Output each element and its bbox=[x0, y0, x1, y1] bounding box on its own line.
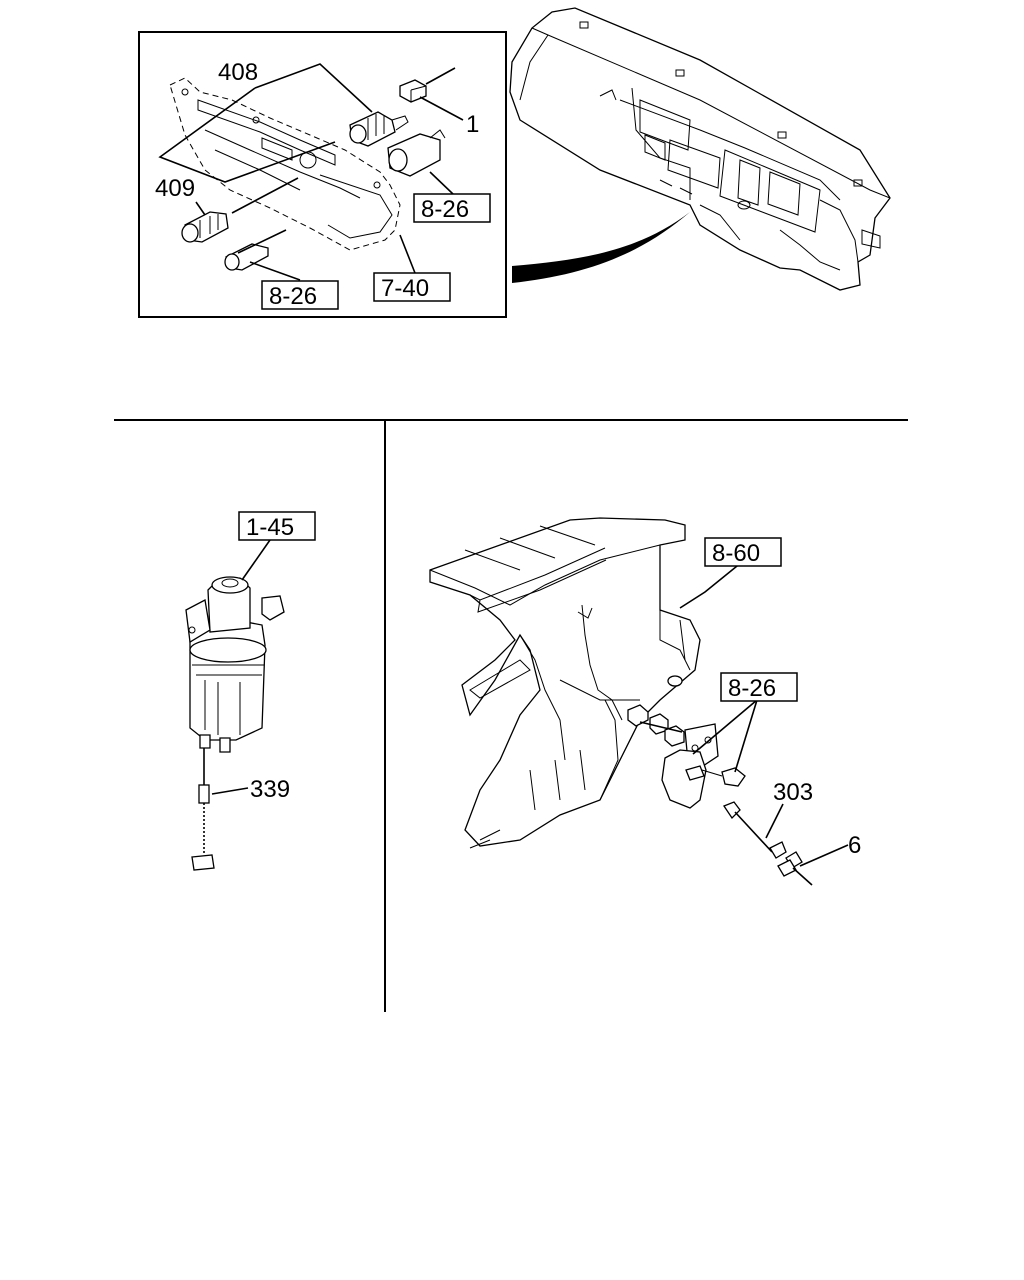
connector-upper bbox=[387, 129, 446, 177]
ref-label-8-26-upper: 8-26 bbox=[421, 196, 469, 223]
heater-leaders bbox=[639, 561, 849, 867]
ref-box-7-40: 7-40 bbox=[373, 272, 451, 302]
label-408: 408 bbox=[218, 59, 258, 86]
label-339: 339 bbox=[250, 776, 290, 803]
label-409: 409 bbox=[155, 175, 195, 202]
heater-unit bbox=[429, 517, 701, 849]
ref-box-8-60: 8-60 bbox=[704, 537, 782, 567]
vacuum-actuator bbox=[185, 539, 285, 871]
ref-box-8-26-right: 8-26 bbox=[720, 672, 798, 702]
connector-lower bbox=[224, 243, 269, 271]
label-303: 303 bbox=[773, 779, 813, 806]
detail-callout-arrow bbox=[512, 212, 690, 283]
ref-box-8-26-upper: 8-26 bbox=[413, 193, 491, 223]
ref-label-8-60: 8-60 bbox=[712, 540, 760, 567]
ref-box-8-26-lower: 8-26 bbox=[261, 280, 339, 310]
detail-leaders bbox=[158, 63, 464, 281]
label-6: 6 bbox=[848, 832, 861, 859]
ref-box-1-45: 1-45 bbox=[238, 511, 316, 541]
ref-label-1-45: 1-45 bbox=[246, 514, 294, 541]
dashboard-overview bbox=[509, 7, 891, 291]
ref-label-8-26-lower: 8-26 bbox=[269, 283, 317, 310]
socket-part-1 bbox=[399, 67, 456, 103]
switch-408 bbox=[349, 111, 409, 147]
ref-label-7-40: 7-40 bbox=[381, 275, 429, 302]
label-1: 1 bbox=[466, 111, 479, 138]
detail-frame bbox=[138, 31, 507, 318]
ref-label-8-26-right: 8-26 bbox=[728, 675, 776, 702]
knob-409 bbox=[181, 211, 229, 243]
